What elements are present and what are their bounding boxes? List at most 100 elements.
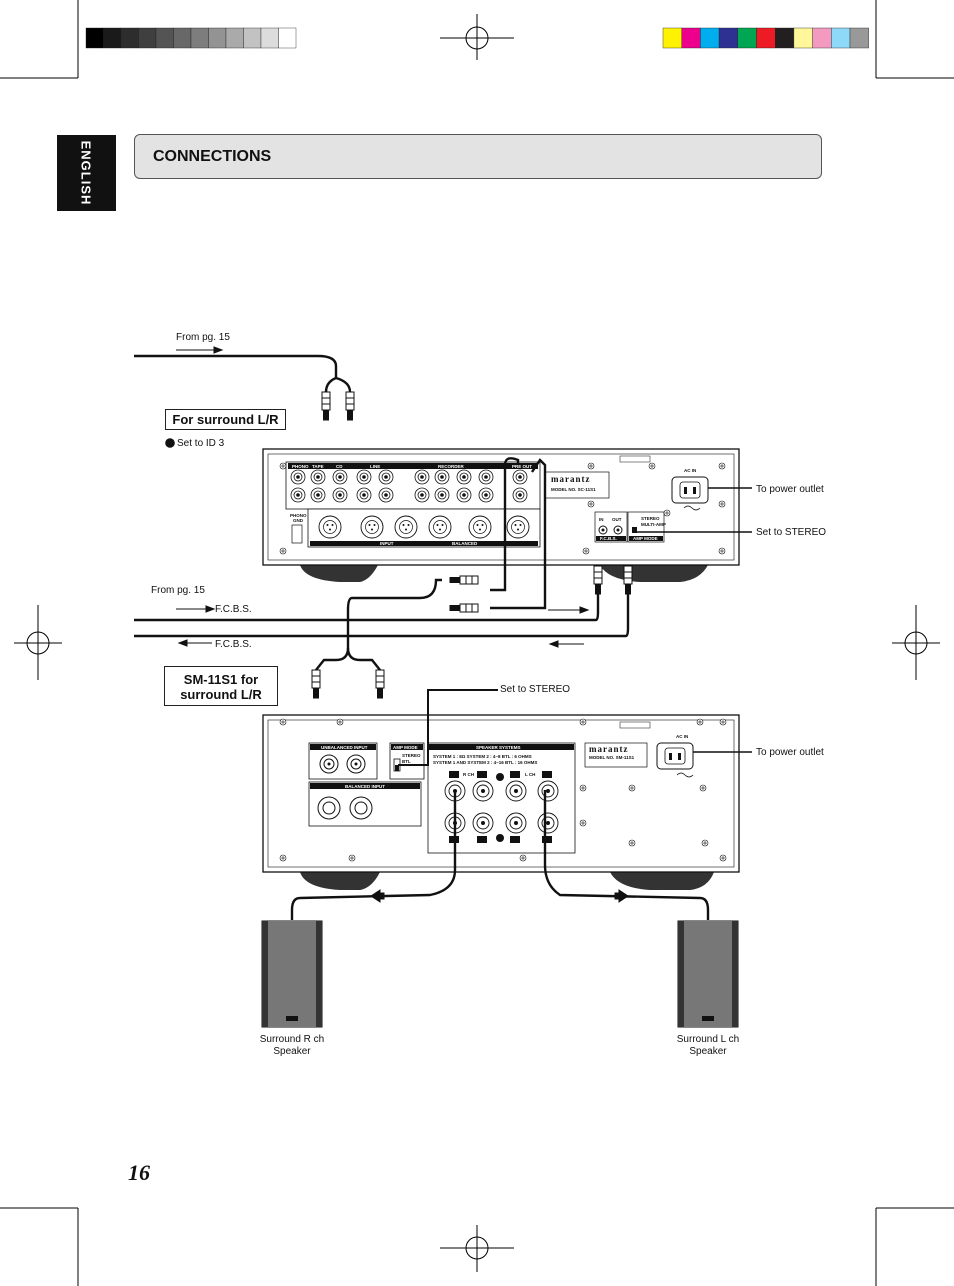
- flow-arrows: [176, 346, 629, 903]
- page-number: 16: [128, 1160, 150, 1185]
- sc-brand-logo: marantz: [551, 474, 591, 484]
- rca-jack-pin: [484, 475, 488, 479]
- rca-jack-pin: [316, 475, 320, 479]
- rca-plug-body: [375, 669, 385, 689]
- set-to-stereo-1-label: Set to STEREO: [756, 527, 827, 538]
- rca-jack-pin: [362, 493, 366, 497]
- sc-balanced-label: BALANCED: [452, 541, 478, 546]
- rca-plug-tip: [449, 605, 461, 611]
- sc-pre-out-label: PRE OUT: [512, 464, 533, 469]
- sc-ac-in-label: AC IN: [684, 468, 697, 473]
- system-1-mark: [496, 773, 504, 781]
- set-to-stereo-2-label: Set to STEREO: [500, 684, 571, 695]
- xlr-pin: [479, 528, 481, 531]
- xlr-jack-inner: [433, 520, 447, 534]
- speaker-terminal-core: [481, 821, 485, 825]
- rca-plug-body: [623, 565, 633, 585]
- xlr-jack-inner: [365, 520, 379, 534]
- speaker-terminal-core: [514, 821, 518, 825]
- sc-input-label: INPUT: [380, 541, 394, 546]
- rca-jack-pin: [440, 475, 444, 479]
- color-calibration-bars: [85, 27, 869, 49]
- rca-plug-tip: [347, 409, 353, 421]
- xlr-pin: [514, 524, 517, 526]
- sm-l-ch-label: L CH: [525, 772, 536, 777]
- rca-jack-pin: [296, 493, 300, 497]
- sc-model-label: MODEL NO. SC-11S1: [551, 487, 596, 492]
- surround-r-speaker: [261, 920, 323, 1028]
- rca-jack-pin: [420, 475, 424, 479]
- rca-jack-pin: [420, 493, 424, 497]
- sm-brand-logo: marantz: [589, 744, 629, 754]
- xlr-pin: [481, 524, 484, 526]
- rca-jack-pin: [338, 475, 342, 479]
- section-title-bar: CONNECTIONS: [134, 134, 822, 179]
- xlr-pin: [436, 524, 439, 526]
- xlr-jack-inner: [323, 520, 337, 534]
- surround-l-speaker-label: Surround L ch Speaker: [676, 1034, 740, 1057]
- xlr-pin: [476, 524, 479, 526]
- xlr-pin: [329, 528, 331, 531]
- color-swatch: [831, 27, 851, 49]
- gray-swatch: [225, 27, 244, 49]
- gray-swatch: [120, 27, 139, 49]
- sm-stereo-label: STEREO: [402, 753, 421, 758]
- fcbs-out-label: F.C.B.S.: [215, 639, 252, 650]
- gray-swatch: [103, 27, 122, 49]
- xlr-pin: [373, 524, 376, 526]
- xlr-pin: [441, 524, 444, 526]
- rca-jack-pin: [518, 475, 522, 479]
- rca-jack-pin: [338, 493, 342, 497]
- rca-plug-tip: [377, 687, 383, 699]
- gray-swatch: [155, 27, 174, 49]
- xlr-jack-inner: [511, 520, 525, 534]
- terminal-polarity-mark: [477, 771, 487, 778]
- for-surround-lr-label: For surround L/R: [165, 409, 286, 430]
- xlr-pin: [326, 524, 329, 526]
- gray-swatch: [190, 27, 209, 49]
- speaker-terminal-core: [546, 821, 550, 825]
- to-power-outlet-2-label: To power outlet: [756, 747, 824, 758]
- sm-speaker-systems-label: SPEAKER SYSTEMS: [476, 745, 521, 750]
- xlr-pin: [439, 528, 441, 531]
- sc-line-label: LINE: [370, 464, 381, 469]
- sc11s1-rear-panel: [262, 448, 740, 582]
- color-swatch: [700, 27, 720, 49]
- sc11s1-xlr-jacks: [318, 515, 530, 539]
- speaker-terminal-core: [546, 789, 550, 793]
- sc-recorder-label: RECORDER: [438, 464, 464, 469]
- terminal-polarity-mark: [477, 836, 487, 843]
- sc-multi-amp-label: MULTI-AMP: [641, 522, 666, 527]
- terminal-polarity-mark: [510, 836, 520, 843]
- sc-stereo-label: STEREO: [641, 516, 660, 521]
- xlr-jack-inner: [473, 520, 487, 534]
- xlr-pin: [371, 528, 373, 531]
- section-title: CONNECTIONS: [153, 148, 272, 165]
- sc-phono-gnd-label: PHONO GND: [290, 513, 307, 523]
- rca-plug-tip: [625, 583, 631, 595]
- rca-jack-pin: [484, 493, 488, 497]
- sm-r-ch-label: R CH: [463, 772, 474, 777]
- rca-jack-pin: [462, 493, 466, 497]
- set-to-id3-label: Set to ID 3: [177, 438, 225, 449]
- terminal-polarity-mark: [449, 771, 459, 778]
- gray-swatch: [173, 27, 192, 49]
- xlr-pin: [517, 528, 519, 531]
- rca-jack-pin: [384, 493, 388, 497]
- sm-balanced-input-label: BALANCED INPUT: [345, 784, 385, 789]
- color-swatch: [812, 27, 832, 49]
- terminal-polarity-mark: [542, 771, 552, 778]
- xlr-pin: [405, 528, 407, 531]
- from-pg-15-top-label: From pg. 15: [176, 332, 230, 343]
- xlr-pin: [331, 524, 334, 526]
- sc-out-label: OUT: [612, 517, 622, 522]
- color-swatch: [849, 27, 869, 49]
- sm-ac-in-label: AC IN: [676, 734, 689, 739]
- rca-plugs: [311, 391, 633, 699]
- color-swatch: [793, 27, 813, 49]
- sm-spec-line-1: SYSTEM 1 : 8Ω SYSTEM 2 : 4~8 BTL : 6 OHM…: [433, 754, 532, 759]
- xlr-pin: [407, 524, 410, 526]
- color-swatch: [756, 27, 776, 49]
- cables: [134, 354, 710, 920]
